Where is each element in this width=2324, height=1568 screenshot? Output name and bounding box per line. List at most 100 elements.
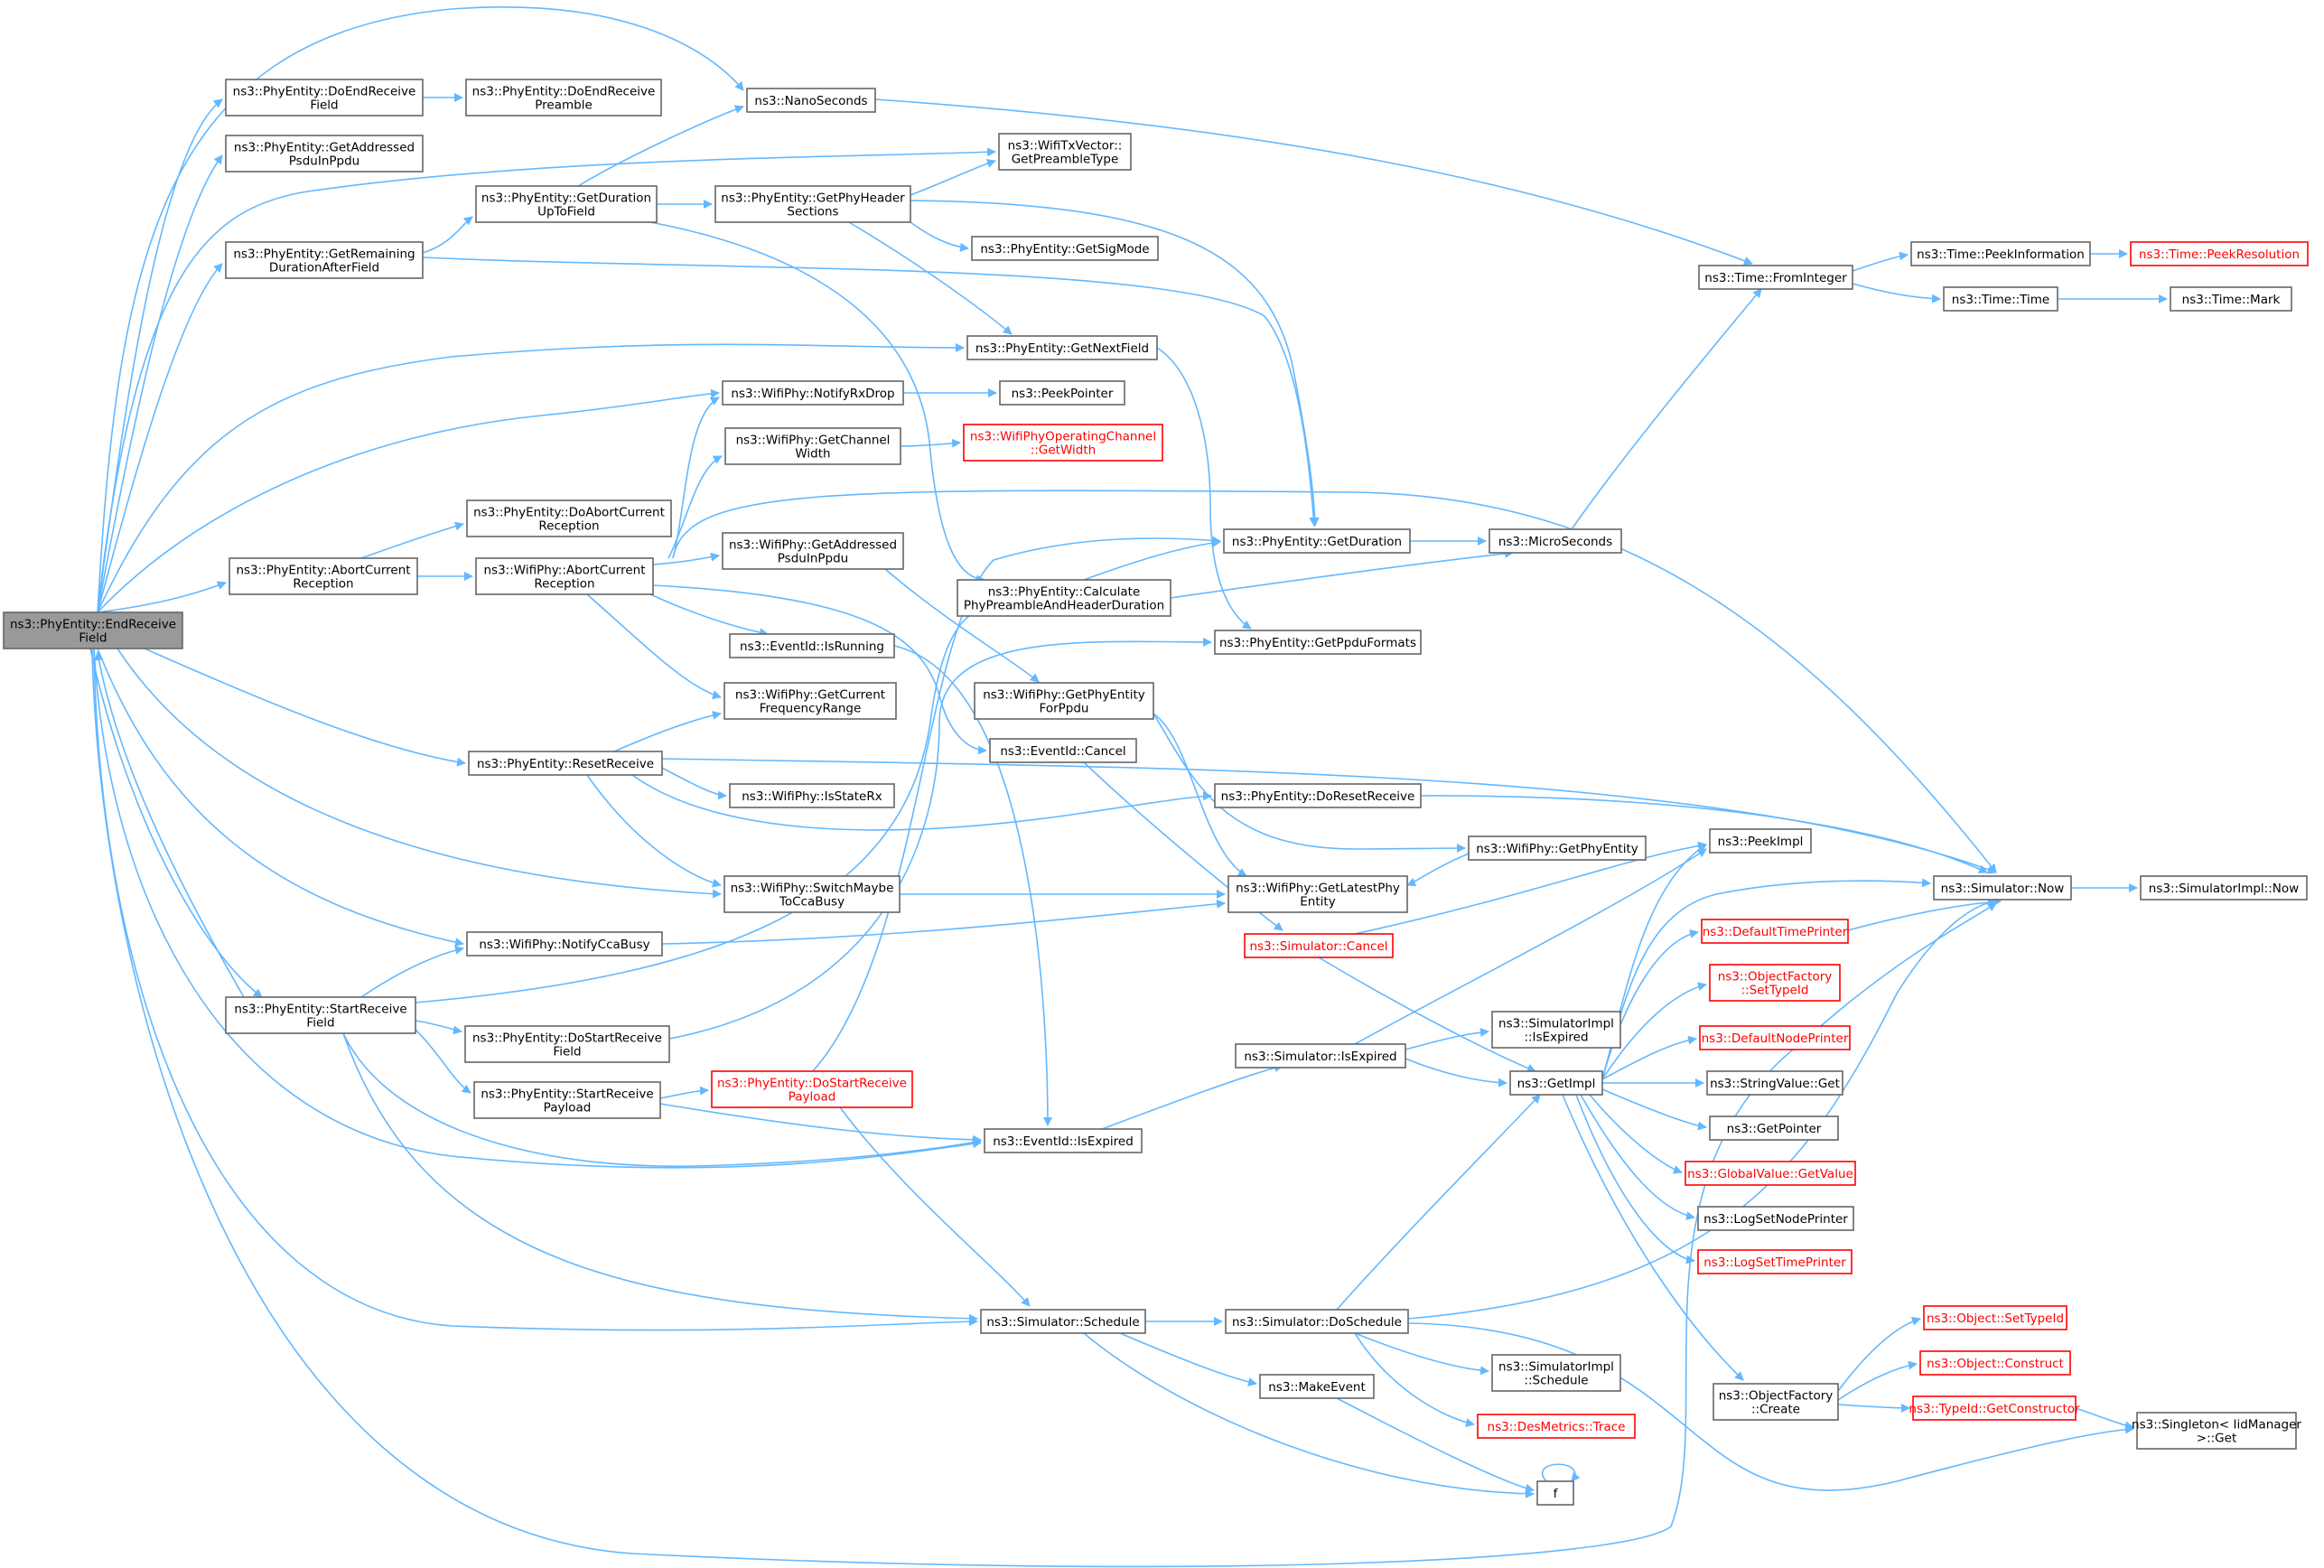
node-notifyrxdrop[interactable]: ns3::WifiPhy::NotifyRxDrop bbox=[722, 380, 904, 406]
node-label-line: ns3::ObjectFactory bbox=[1718, 970, 1833, 985]
node-getimpl[interactable]: ns3::GetImpl bbox=[1509, 1070, 1603, 1096]
edge-wifiabort-to-getchannelwidth bbox=[667, 455, 723, 559]
edge-getphyheader-to-getduration bbox=[910, 200, 1320, 527]
node-timemark[interactable]: ns3::Time::Mark bbox=[2170, 286, 2292, 312]
edge-getdurupto-to-calcpreamble bbox=[649, 221, 985, 584]
node-label-line: ns3::LogSetTimePrinter bbox=[1703, 1255, 1846, 1270]
node-nanoseconds[interactable]: ns3::NanoSeconds bbox=[746, 88, 876, 113]
node-getpreambletype[interactable]: ns3::WifiTxVector::GetPreambleType bbox=[998, 133, 1132, 171]
node-microseconds[interactable]: ns3::MicroSeconds bbox=[1489, 528, 1622, 554]
node-getremaining[interactable]: ns3::PhyEntity::GetRemainingDurationAfte… bbox=[225, 241, 424, 279]
node-globalvalue[interactable]: ns3::GlobalValue::GetValue bbox=[1685, 1161, 1856, 1186]
node-timepeekres[interactable]: ns3::Time::PeekResolution bbox=[2130, 241, 2309, 266]
node-isrunning[interactable]: ns3::EventId::IsRunning bbox=[729, 633, 895, 658]
node-timetime[interactable]: ns3::Time::Time bbox=[1943, 286, 2058, 312]
node-objfactsettype[interactable]: ns3::ObjectFactory::SetTypeId bbox=[1709, 964, 1841, 1002]
node-resetreceive[interactable]: ns3::PhyEntity::ResetReceive bbox=[468, 751, 663, 776]
edge-getimpl-to-objfactsettype bbox=[1601, 982, 1707, 1080]
node-simimplschedule[interactable]: ns3::SimulatorImpl::Schedule bbox=[1491, 1354, 1621, 1392]
node-logsetnode[interactable]: ns3::LogSetNodePrinter bbox=[1697, 1206, 1854, 1231]
node-getpointer[interactable]: ns3::GetPointer bbox=[1709, 1115, 1839, 1141]
node-stringvalueget[interactable]: ns3::StringValue::Get bbox=[1706, 1070, 1843, 1096]
node-simdoschedule[interactable]: ns3::Simulator::DoSchedule bbox=[1225, 1309, 1409, 1334]
node-objsettypeid[interactable]: ns3::Object::SetTypeId bbox=[1923, 1305, 2067, 1330]
node-opchangetwidth[interactable]: ns3::WifiPhyOperatingChannel::GetWidth bbox=[963, 424, 1163, 462]
node-getnextfield[interactable]: ns3::PhyEntity::GetNextField bbox=[966, 335, 1158, 360]
node-objconstruct[interactable]: ns3::Object::Construct bbox=[1919, 1350, 2071, 1376]
node-getsigmode[interactable]: ns3::PhyEntity::GetSigMode bbox=[971, 236, 1159, 261]
node-simnow[interactable]: ns3::Simulator::Now bbox=[1933, 875, 2072, 901]
node-eventcancel[interactable]: ns3::EventId::Cancel bbox=[989, 738, 1137, 763]
node-label-line: ns3::EventId::IsRunning bbox=[740, 639, 884, 654]
node-box bbox=[711, 1070, 913, 1108]
node-simisexpired[interactable]: ns3::Simulator::IsExpired bbox=[1235, 1043, 1406, 1069]
node-label-line: Preamble bbox=[535, 98, 593, 113]
node-notifycca[interactable]: ns3::WifiPhy::NotifyCcaBusy bbox=[466, 931, 663, 957]
node-label-line: ns3::PhyEntity::GetSigMode bbox=[980, 242, 1149, 257]
node-f[interactable]: f bbox=[1536, 1480, 1574, 1506]
node-getppduformats[interactable]: ns3::PhyEntity::GetPpduFormats bbox=[1214, 630, 1422, 655]
node-timepeekinfo[interactable]: ns3::Time::PeekInformation bbox=[1910, 241, 2091, 266]
node-eventisexpired[interactable]: ns3::EventId::IsExpired bbox=[984, 1128, 1143, 1153]
node-isstaterx[interactable]: ns3::WifiPhy::IsStateRx bbox=[729, 783, 895, 808]
node-label-line: DurationAfterField bbox=[269, 261, 379, 275]
edge-f-to-f bbox=[1542, 1463, 1581, 1482]
node-timefromint[interactable]: ns3::Time::FromInteger bbox=[1698, 265, 1853, 290]
edge-resetreceive-to-getcurfreq bbox=[613, 710, 722, 752]
node-label-line: ns3::DefaultTimePrinter bbox=[1703, 925, 1848, 939]
edge-doresetreceive-to-simnow bbox=[1420, 795, 1988, 873]
node-label-line: ns3::WifiPhyOperatingChannel bbox=[970, 430, 1156, 444]
edge-simschedule-to-f bbox=[1083, 1332, 1535, 1498]
node-label-line: ns3::DefaultNodePrinter bbox=[1702, 1031, 1849, 1046]
node-calcpreamble[interactable]: ns3::PhyEntity::CalculatePhyPreambleAndH… bbox=[957, 579, 1171, 617]
node-label-line: ns3::GetImpl bbox=[1517, 1077, 1596, 1091]
node-getduration[interactable]: ns3::PhyEntity::GetDuration bbox=[1223, 528, 1411, 554]
edge-typeidgetctor-to-singleton bbox=[2075, 1407, 2134, 1431]
edge-wifigetphyentity-to-getlatestphy bbox=[1406, 853, 1470, 887]
node-simcancel[interactable]: ns3::Simulator::Cancel bbox=[1244, 933, 1394, 958]
edge-objfactcreate-to-objsettypeid bbox=[1837, 1316, 1921, 1392]
node-makeevent[interactable]: ns3::MakeEvent bbox=[1259, 1374, 1375, 1399]
node-label-line: Field bbox=[310, 98, 338, 113]
node-peekimpl[interactable]: ns3::PeekImpl bbox=[1709, 828, 1812, 854]
node-box bbox=[1933, 875, 2072, 901]
edge-simisexpired-to-simimplisexpired bbox=[1405, 1027, 1489, 1050]
node-label-line: ToCcaBusy bbox=[779, 895, 845, 910]
node-simschedule[interactable]: ns3::Simulator::Schedule bbox=[980, 1309, 1146, 1334]
node-wifigetphyentity[interactable]: ns3::WifiPhy::GetPhyEntity bbox=[1468, 835, 1647, 861]
node-defnodeprinter[interactable]: ns3::DefaultNodePrinter bbox=[1699, 1025, 1851, 1050]
node-deftimeprinter[interactable]: ns3::DefaultTimePrinter bbox=[1701, 919, 1849, 944]
node-logsettime[interactable]: ns3::LogSetTimePrinter bbox=[1697, 1249, 1853, 1274]
node-simimplisexpired[interactable]: ns3::SimulatorImpl::IsExpired bbox=[1491, 1011, 1621, 1049]
edge-startreceive-to-dostartrecvfield bbox=[415, 1020, 462, 1035]
node-desmetrics[interactable]: ns3::DesMetrics::Trace bbox=[1477, 1414, 1636, 1439]
edge-makeevent-to-f bbox=[1336, 1397, 1535, 1493]
node-simimplnow[interactable]: ns3::SimulatorImpl::Now bbox=[2140, 875, 2308, 901]
node-typeidgetctor[interactable]: ns3::TypeId::GetConstructor bbox=[1909, 1395, 2080, 1421]
node-doresetreceive[interactable]: ns3::PhyEntity::DoResetReceive bbox=[1214, 783, 1422, 808]
node-peekpointer[interactable]: ns3::PeekPointer bbox=[999, 380, 1125, 406]
edge-simschedule-to-makeevent bbox=[1119, 1332, 1257, 1386]
edge-getimpl-to-logsettime bbox=[1575, 1094, 1695, 1265]
node-singleton[interactable]: ns3::Singleton< IidManager>::Get bbox=[2132, 1412, 2301, 1450]
node-objfactcreate[interactable]: ns3::ObjectFactory::Create bbox=[1713, 1383, 1839, 1421]
